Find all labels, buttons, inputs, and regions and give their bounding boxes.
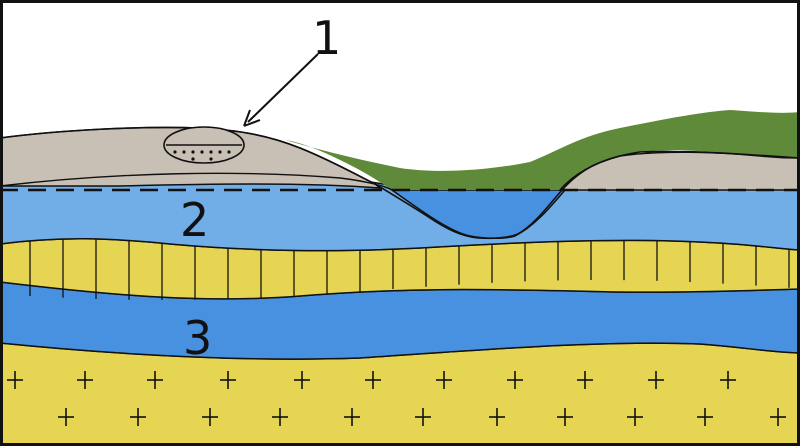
upper-aquifer-top-line: [0, 172, 393, 191]
label-two: 2: [180, 193, 209, 247]
plus-icon: [77, 371, 93, 389]
plus-icon: [557, 408, 573, 426]
plus-icon: [415, 408, 431, 426]
arrow-icon: [243, 53, 319, 127]
plus-icon: [58, 408, 74, 426]
plus-icon: [7, 371, 23, 389]
grass-layer: [285, 110, 800, 190]
plus-icon: [436, 371, 452, 389]
plus-icon: [272, 408, 288, 426]
bedrock-layer: [0, 342, 800, 446]
plus-icon: [220, 371, 236, 389]
plus-icon: [344, 408, 360, 426]
plus-icon: [770, 408, 786, 426]
label-three: 3: [183, 311, 212, 365]
plus-icon: [720, 371, 736, 389]
plus-icon: [627, 408, 643, 426]
aquitard-vertical-lines: [29, 236, 790, 300]
plus-icon: [697, 408, 713, 426]
plus-icon: [489, 408, 505, 426]
plus-icon: [577, 371, 593, 389]
label-one: 1: [312, 11, 341, 65]
dotted-lens: [173, 150, 231, 161]
plus-icon: [130, 408, 146, 426]
plus-icon: [294, 371, 310, 389]
plus-icon: [648, 371, 664, 389]
plus-icon: [202, 408, 218, 426]
plus-icon: [507, 371, 523, 389]
plus-icon: [365, 371, 381, 389]
bedrock-cross-marks: [7, 371, 786, 426]
plus-icon: [147, 371, 163, 389]
